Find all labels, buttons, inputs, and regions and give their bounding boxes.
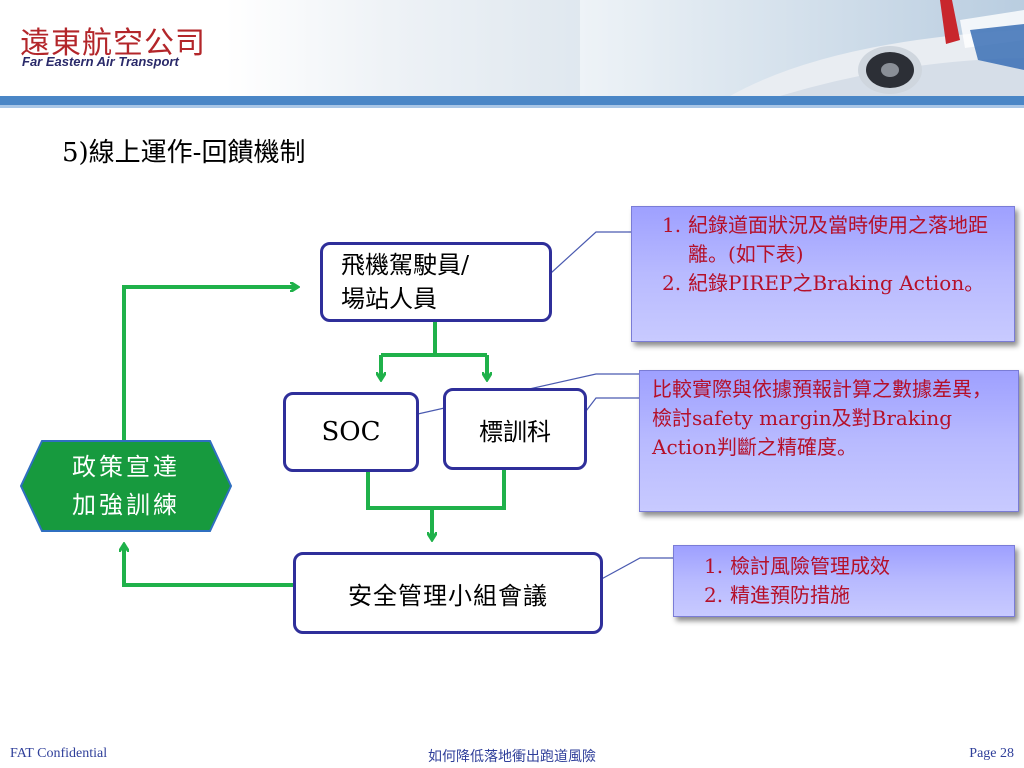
airplane-image bbox=[580, 0, 1024, 96]
header-band bbox=[0, 96, 1024, 105]
company-logo-chinese: 遠東航空公司 bbox=[20, 26, 206, 61]
footer-topic: 如何降低落地衝出跑道風險 bbox=[428, 749, 596, 765]
callout-review: 1. 檢討風險管理成效 2. 精進預防措施 bbox=[673, 545, 1015, 617]
callout-compare: 比較實際與依據預報計算之數據差異，檢討safety margin及對Brakin… bbox=[639, 370, 1019, 512]
training-box: 標訓科 bbox=[443, 388, 587, 470]
arrow-policy-to-pilot bbox=[122, 287, 296, 440]
footer-page-number: Page 28 bbox=[969, 746, 1014, 761]
line-soc-down bbox=[366, 470, 506, 510]
policy-text: 政策宣達 加強訓練 bbox=[20, 440, 232, 532]
footer-confidential: FAT Confidential bbox=[10, 746, 108, 761]
pilot-line2: 場站人員 bbox=[341, 285, 437, 313]
pilot-line1: 飛機駕駛員/ bbox=[341, 251, 470, 279]
list-item: 2. 紀錄PIREP之Braking Action。 bbox=[662, 269, 1004, 298]
list-number: 1. bbox=[662, 213, 682, 237]
list-item: 1. 紀錄道面狀況及當時使用之落地距離。(如下表) bbox=[662, 211, 1004, 269]
leader-record bbox=[539, 231, 631, 284]
policy-line1: 政策宣達 bbox=[72, 453, 180, 481]
header: 遠東航空公司 Far Eastern Air Transport bbox=[0, 0, 1024, 110]
callout-record: 1. 紀錄道面狀況及當時使用之落地距離。(如下表) 2. 紀錄PIREP之Bra… bbox=[631, 206, 1015, 342]
list-number: 2. bbox=[662, 271, 682, 295]
pilot-station-box: 飛機駕駛員/ 場站人員 bbox=[320, 242, 552, 322]
arrow-meeting-to-policy bbox=[124, 546, 293, 587]
list-text: 精進預防措施 bbox=[730, 583, 850, 607]
compare-text: 比較實際與依據預報計算之數據差異，檢討safety margin及對Brakin… bbox=[652, 377, 992, 459]
slide-title: 5)線上運作-回饋機制 bbox=[62, 138, 306, 168]
soc-label: SOC bbox=[321, 417, 381, 447]
soc-box: SOC bbox=[283, 392, 419, 472]
list-item: 2. 精進預防措施 bbox=[704, 581, 1004, 610]
policy-hexagon bbox=[20, 440, 232, 532]
header-band-light bbox=[0, 105, 1024, 108]
list-text: 紀錄道面狀況及當時使用之落地距離。(如下表) bbox=[688, 213, 988, 266]
leader-review bbox=[595, 557, 673, 583]
list-number: 1. bbox=[704, 554, 724, 578]
policy-line2: 加強訓練 bbox=[72, 491, 180, 519]
safety-meeting-box: 安全管理小組會議 bbox=[293, 552, 603, 634]
training-label: 標訓科 bbox=[479, 417, 551, 446]
list-number: 2. bbox=[704, 583, 724, 607]
list-text: 檢討風險管理成效 bbox=[730, 554, 890, 578]
list-text: 紀錄PIREP之Braking Action。 bbox=[688, 271, 985, 295]
meeting-label: 安全管理小組會議 bbox=[348, 581, 548, 610]
company-logo-english: Far Eastern Air Transport bbox=[22, 54, 179, 69]
list-item: 1. 檢討風險管理成效 bbox=[704, 552, 1004, 581]
